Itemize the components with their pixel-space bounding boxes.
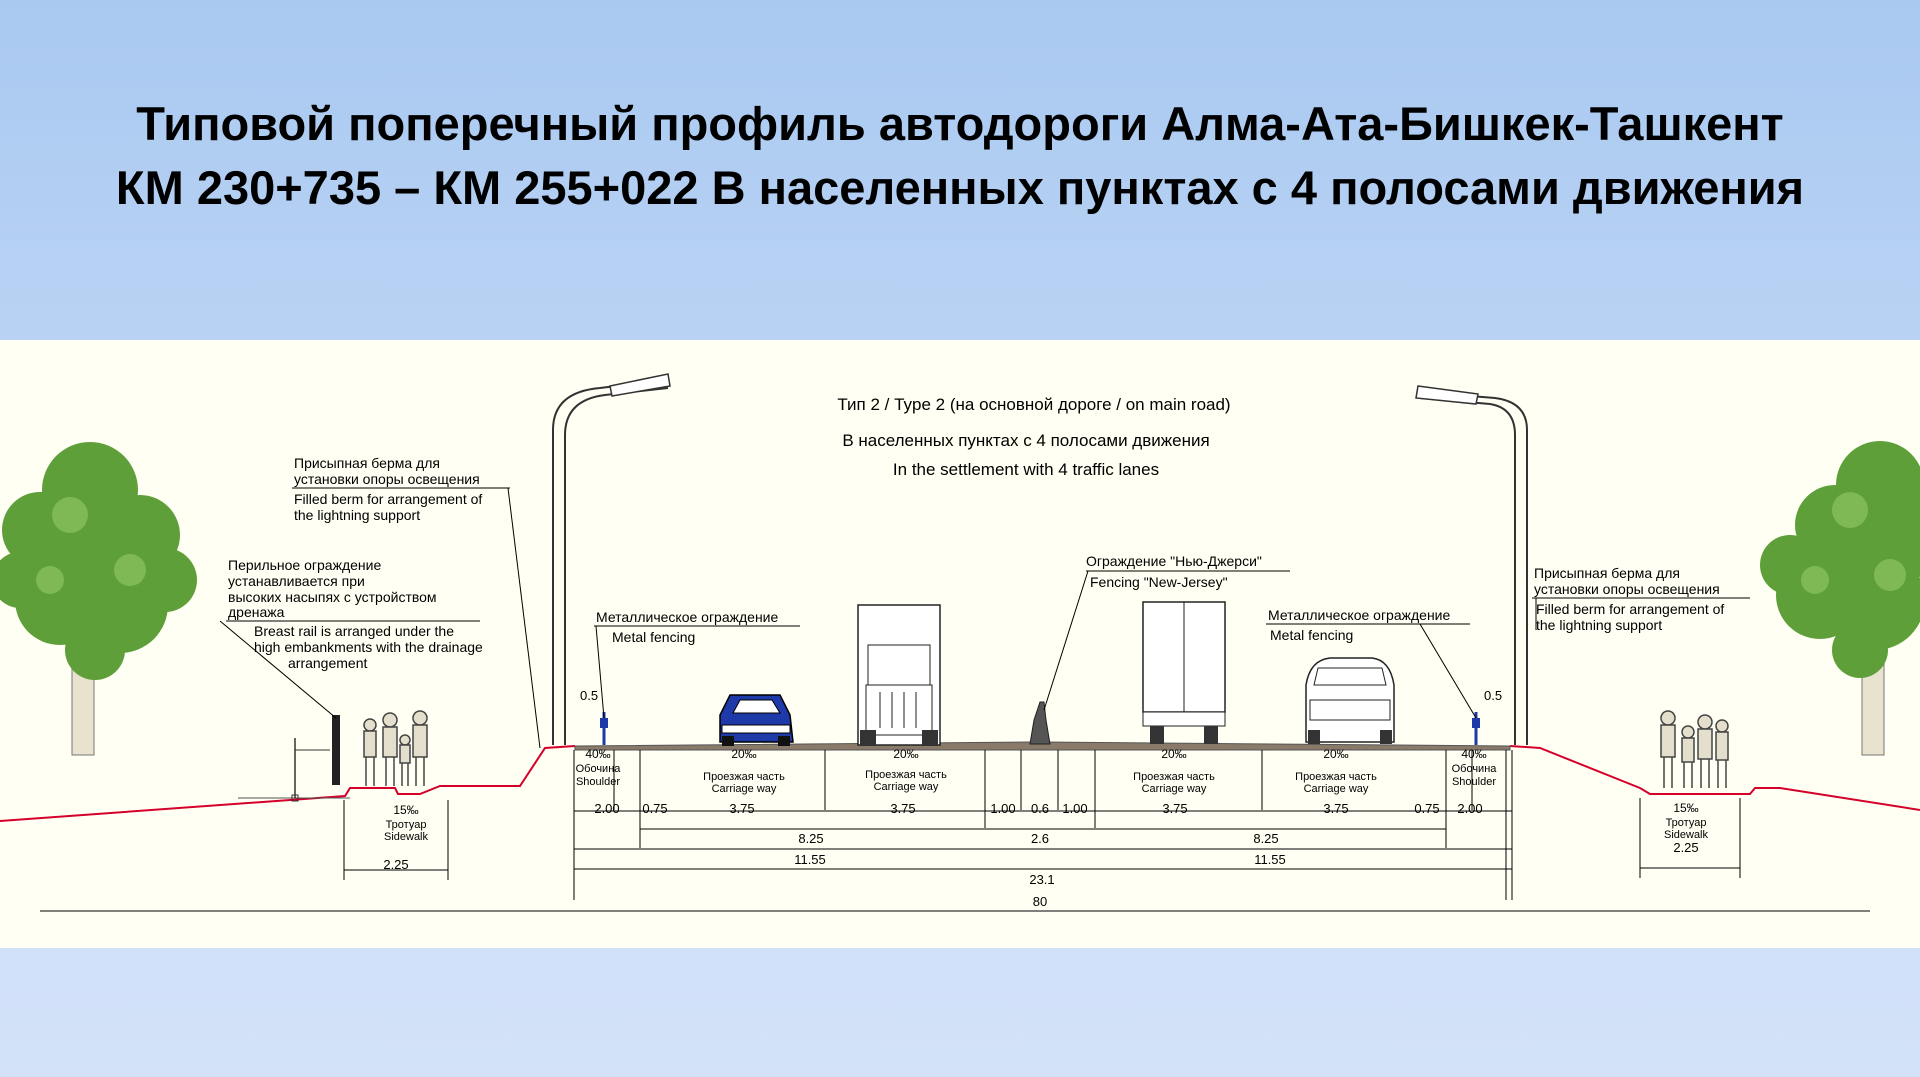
dim-value: 0.6 — [1031, 801, 1049, 816]
svg-text:устанавливается при: устанавливается при — [228, 573, 365, 589]
pedestrians-right — [1660, 710, 1729, 788]
svg-text:установки опоры освещения: установки опоры освещения — [1534, 581, 1720, 597]
diagram-heading: Тип 2 / Type 2 (на основной дороге / on … — [837, 395, 1230, 479]
dim-value: 11.55 — [794, 852, 826, 867]
callout-berm-right: Присыпная берма для установки опоры осве… — [1532, 565, 1750, 633]
metal-fence-right — [1472, 712, 1480, 745]
dim-sidewalk-left: 2.25 — [383, 857, 408, 872]
svg-text:Filled berm for arrangement of: Filled berm for arrangement of — [1536, 601, 1724, 617]
svg-text:Filled berm for arrangement of: Filled berm for arrangement of — [294, 491, 482, 507]
dim-value: 1.00 — [1062, 801, 1087, 816]
svg-text:Проезжая часть: Проезжая часть — [865, 769, 947, 781]
slide-title: Типовой поперечный профиль автодороги Ал… — [0, 92, 1920, 220]
van-right — [1305, 657, 1395, 744]
dim-value: 1.00 — [990, 801, 1015, 816]
svg-text:Обочина: Обочина — [576, 763, 622, 775]
svg-text:Carriage way: Carriage way — [712, 783, 777, 795]
svg-text:Metal fencing: Metal fencing — [612, 629, 695, 645]
svg-text:the lightning support: the lightning support — [294, 507, 420, 523]
svg-text:20‰: 20‰ — [731, 747, 756, 761]
dim-value: 2.6 — [1031, 831, 1049, 846]
title-line-2: КМ 230+735 – КМ 255+022 В населенных пун… — [115, 161, 1805, 214]
cross-section-svg: Тип 2 / Type 2 (на основной дороге / on … — [0, 373, 1920, 912]
ground-line — [0, 745, 1920, 822]
svg-text:Carriage way: Carriage way — [1304, 783, 1369, 795]
svg-text:Металлическое ограждение: Металлическое ограждение — [596, 609, 779, 625]
svg-text:Shoulder: Shoulder — [576, 776, 620, 788]
svg-text:Sidewalk: Sidewalk — [384, 831, 429, 843]
callout-metal-right: Металлическое ограждение Metal fencing — [1266, 607, 1477, 719]
dim-value: 3.75 — [729, 801, 754, 816]
section-labels: 0.5 0.5 40‰ Обочина Shoulder 20‰ Проезжа… — [384, 688, 1709, 843]
callout-berm-left: Присыпная берма для установки опоры осве… — [292, 455, 541, 749]
truck-left — [857, 604, 941, 746]
svg-text:Проезжая часть: Проезжая часть — [1133, 771, 1215, 783]
svg-text:Ограждение "Нью-Джерси": Ограждение "Нью-Джерси" — [1086, 553, 1262, 569]
svg-text:Проезжая часть: Проезжая часть — [1295, 771, 1377, 783]
type-label: Тип 2 / Type 2 (на основной дороге / on … — [837, 395, 1230, 414]
dim-total-row: 80 — [1033, 894, 1047, 909]
svg-text:20‰: 20‰ — [1323, 747, 1348, 761]
callout-new-jersey: Ограждение "Нью-Джерси" Fencing "New-Jer… — [1043, 553, 1290, 711]
svg-text:Присыпная берма для: Присыпная берма для — [294, 455, 440, 471]
svg-text:Carriage way: Carriage way — [874, 781, 939, 793]
tree-right — [1760, 441, 1920, 756]
callout-metal-left: Металлическое ограждение Metal fencing — [594, 609, 800, 719]
svg-text:40‰: 40‰ — [1461, 747, 1486, 761]
dim-value: 8.25 — [798, 831, 823, 846]
dim-total-road: 23.1 — [1029, 872, 1054, 887]
dimension-values: 2.00 0.75 3.75 3.75 1.00 0.6 1.00 3.75 3… — [383, 801, 1698, 909]
svg-text:дренажа: дренажа — [228, 604, 285, 620]
svg-text:Sidewalk: Sidewalk — [1664, 829, 1709, 841]
svg-text:Shoulder: Shoulder — [1452, 776, 1496, 788]
svg-text:15‰: 15‰ — [1673, 801, 1698, 815]
tree-left — [0, 442, 197, 756]
svg-text:Breast rail is arranged under: Breast rail is arranged under the — [254, 623, 454, 639]
breast-rail-fence — [291, 715, 340, 802]
dim-value: 0.75 — [1414, 801, 1439, 816]
svg-text:установки опоры освещения: установки опоры освещения — [294, 471, 480, 487]
callout-breast-rail: Перильное ограждение устанавливается при… — [219, 557, 483, 719]
svg-text:20‰: 20‰ — [1161, 747, 1186, 761]
svg-text:Металлическое ограждение: Металлическое ограждение — [1268, 607, 1451, 623]
dim-value: 2.00 — [594, 801, 619, 816]
svg-text:the lightning support: the lightning support — [1536, 617, 1662, 633]
svg-text:Тротуар: Тротуар — [386, 819, 427, 831]
dim-value: 3.75 — [1323, 801, 1348, 816]
en-caption: In the settlement with 4 traffic lanes — [893, 460, 1159, 479]
svg-text:Тротуар: Тротуар — [1666, 817, 1707, 829]
svg-text:Fencing "New-Jersey": Fencing "New-Jersey" — [1090, 574, 1228, 590]
dim-value: 8.25 — [1253, 831, 1278, 846]
dim-value: 11.55 — [1254, 852, 1286, 867]
dim-value: 0.75 — [642, 801, 667, 816]
dim-value: 3.75 — [890, 801, 915, 816]
svg-text:Проезжая часть: Проезжая часть — [703, 771, 785, 783]
title-line-1: Типовой поперечный профиль автодороги Ал… — [136, 97, 1784, 150]
svg-text:Carriage way: Carriage way — [1142, 783, 1207, 795]
svg-text:arrangement: arrangement — [288, 655, 367, 671]
svg-text:40‰: 40‰ — [585, 747, 610, 761]
truck-right — [1142, 601, 1226, 744]
svg-text:0.5: 0.5 — [580, 688, 598, 703]
dim-sidewalk-right: 2.25 — [1673, 840, 1698, 855]
ru-caption: В населенных пунктах с 4 полосами движен… — [842, 431, 1209, 450]
dim-value: 2.00 — [1457, 801, 1482, 816]
svg-text:20‰: 20‰ — [893, 747, 918, 761]
cross-section-drawing: Тип 2 / Type 2 (на основной дороге / on … — [0, 340, 1920, 948]
dim-value: 3.75 — [1162, 801, 1187, 816]
lamp-post-right — [1415, 385, 1528, 745]
car-blue — [719, 694, 794, 746]
svg-text:Присыпная берма для: Присыпная берма для — [1534, 565, 1680, 581]
svg-text:высоких насыпях с устройством: высоких насыпях с устройством — [228, 589, 437, 605]
dimension-lines — [40, 750, 1870, 912]
pedestrians-left — [363, 710, 428, 786]
svg-text:0.5: 0.5 — [1484, 688, 1502, 703]
svg-text:Обочина: Обочина — [1452, 763, 1498, 775]
svg-text:Перильное ограждение: Перильное ограждение — [228, 557, 381, 573]
svg-text:Metal fencing: Metal fencing — [1270, 627, 1353, 643]
lamp-post-left — [552, 373, 671, 745]
svg-text:high embankments with the drai: high embankments with the drainage — [254, 639, 483, 655]
new-jersey-barrier — [1029, 701, 1051, 745]
svg-text:15‰: 15‰ — [393, 803, 418, 817]
